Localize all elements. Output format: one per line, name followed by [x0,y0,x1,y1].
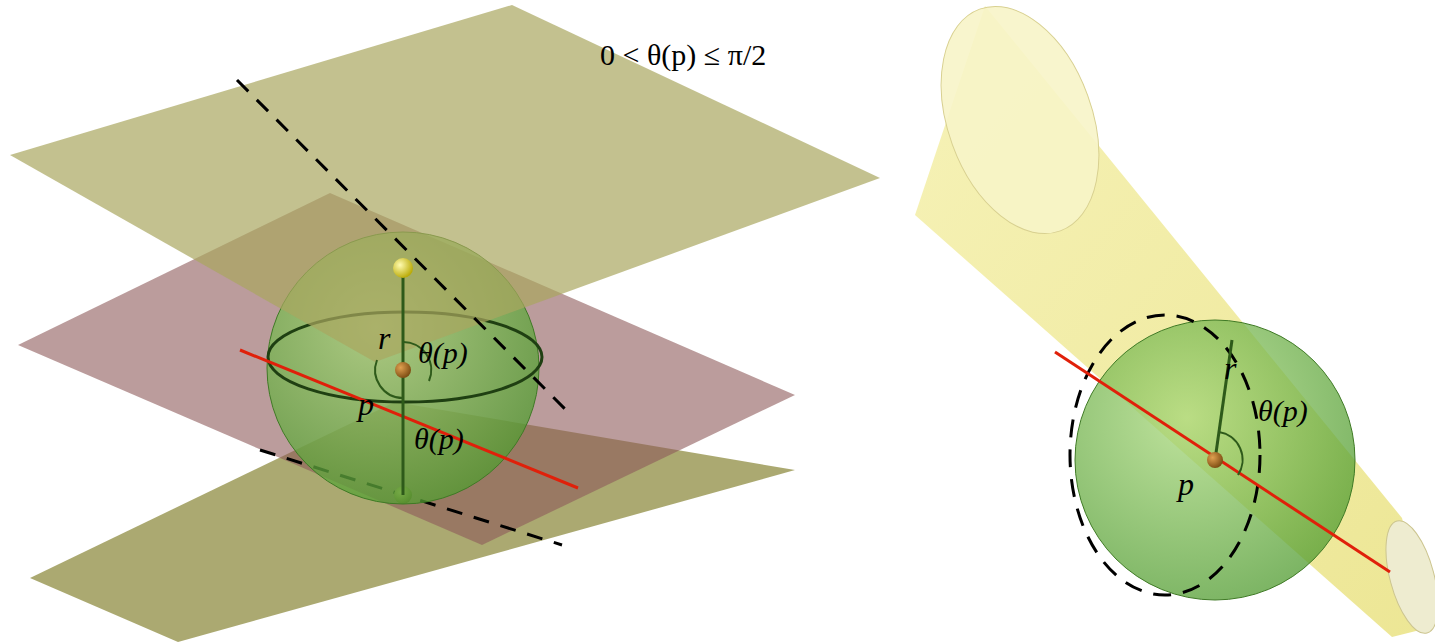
radius-line [402,268,405,370]
symbol-label: θ(p) [414,424,464,454]
symbol-label: r [1224,352,1236,384]
upper-dashed-line [237,80,568,412]
axis-line [240,350,578,488]
symbol-label: θ(p) [1258,396,1308,426]
tangent-circle [1070,315,1260,595]
angle-arc [1219,432,1243,475]
cone-end [1376,515,1435,638]
sphere [1075,320,1355,600]
symbol-label: r [378,322,390,354]
symbol-label: p [358,388,374,420]
upper-plane [10,5,880,362]
axis-line [1055,352,1390,572]
symbol-label: p [1178,468,1194,500]
angle-range-formula: 0 < θ(p) ≤ π/2 [600,40,766,70]
upper-point [393,258,413,278]
center-point [395,362,411,378]
cone-opening [912,0,1128,256]
radius-line [402,370,405,495]
center-point [1207,452,1223,468]
symbol-label: θ(p) [418,338,468,368]
